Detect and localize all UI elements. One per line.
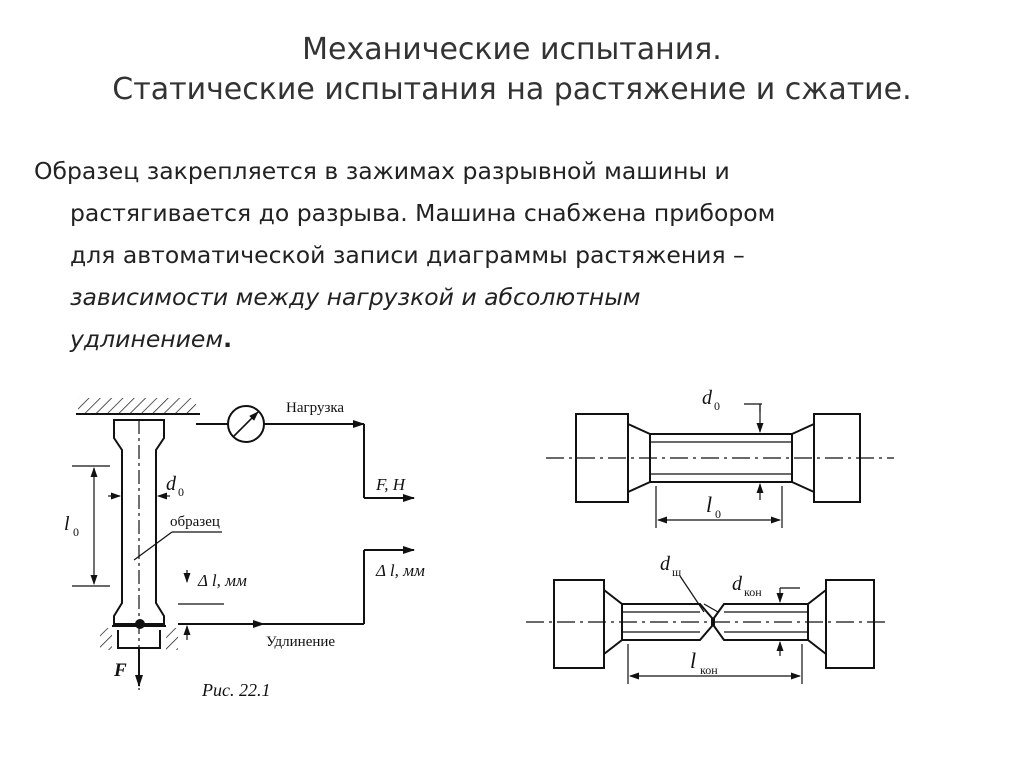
body-line-5-end: . bbox=[223, 325, 233, 353]
figure-caption: Рис. 22.1 bbox=[201, 680, 270, 700]
specimen-before bbox=[546, 403, 894, 528]
title-line-2: Статические испытания на растяжение и сж… bbox=[112, 72, 912, 107]
body-line-5-italic: удлинением bbox=[70, 325, 224, 353]
label-specimen: образец bbox=[170, 514, 220, 530]
label-dkon: d bbox=[732, 573, 743, 595]
body-line-2: растягивается до разрыва. Машина снабжен… bbox=[70, 199, 776, 227]
label-d0: d bbox=[166, 473, 177, 495]
machine-scheme bbox=[72, 398, 415, 690]
label-d0-sub: 0 bbox=[178, 485, 184, 499]
body-line-4-italic: зависимости между нагрузкой и абсолютным bbox=[70, 283, 641, 311]
body-paragraph: Образец закрепляется в зажимах разрывной… bbox=[34, 150, 964, 360]
label-lkon-sub: кон bbox=[700, 663, 718, 677]
body-line-4: зависимости между нагрузкой и абсолютным bbox=[34, 276, 964, 318]
label-delta-l-out: Δ l, мм bbox=[375, 561, 425, 580]
slide-title: Механические испытания. Статические испы… bbox=[0, 30, 1024, 110]
body-line-1: Образец закрепляется в зажимах разрывной… bbox=[34, 157, 730, 185]
specimen-before-labels: d 0 l 0 bbox=[702, 387, 721, 521]
body-line-5: удлинением. bbox=[34, 318, 964, 360]
specimen-after-labels: d ш d кон l кон bbox=[660, 553, 762, 677]
label-l0-sub: 0 bbox=[73, 525, 79, 539]
label-top-d0-sub: 0 bbox=[714, 399, 720, 413]
label-top-l0-sub: 0 bbox=[715, 507, 721, 521]
label-force-out: F, Н bbox=[375, 475, 407, 494]
label-load: Нагрузка bbox=[286, 400, 344, 416]
label-l0: l bbox=[64, 513, 70, 535]
label-dsh: d bbox=[660, 553, 671, 575]
label-dkon-sub: кон bbox=[744, 585, 762, 599]
label-F: F bbox=[113, 660, 127, 681]
label-top-d0: d bbox=[702, 387, 713, 409]
label-delta-l: Δ l, мм bbox=[197, 571, 247, 590]
label-top-l0: l bbox=[706, 492, 712, 517]
label-dsh-sub: ш bbox=[672, 565, 682, 579]
label-elongation: Удлинение bbox=[266, 634, 335, 650]
body-line-3: для автоматической записи диаграммы раст… bbox=[70, 241, 745, 269]
specimen-after bbox=[526, 575, 890, 684]
title-line-1: Механические испытания. bbox=[302, 32, 722, 67]
label-lkon: l bbox=[690, 648, 696, 673]
machine-scheme-labels: Нагрузка F, Н l 0 d 0 образец Δ l, мм Δ … bbox=[64, 400, 425, 700]
